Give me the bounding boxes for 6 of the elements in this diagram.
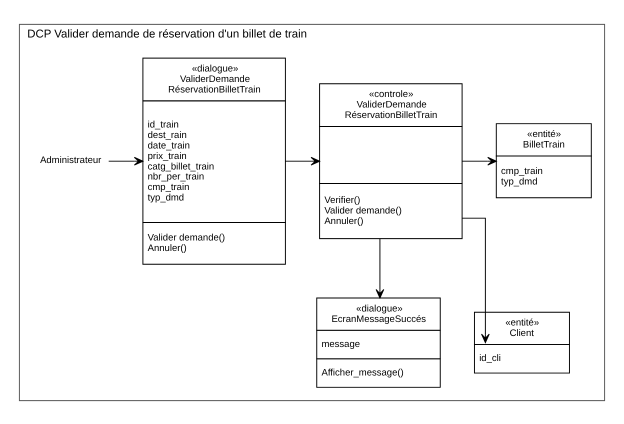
- arrow: [284, 156, 320, 166]
- arrow: [462, 156, 497, 166]
- arrow: [376, 238, 384, 298]
- arrow: [462, 217, 490, 343]
- arrow: [108, 156, 144, 166]
- node-text: Administrateur: [40, 154, 102, 166]
